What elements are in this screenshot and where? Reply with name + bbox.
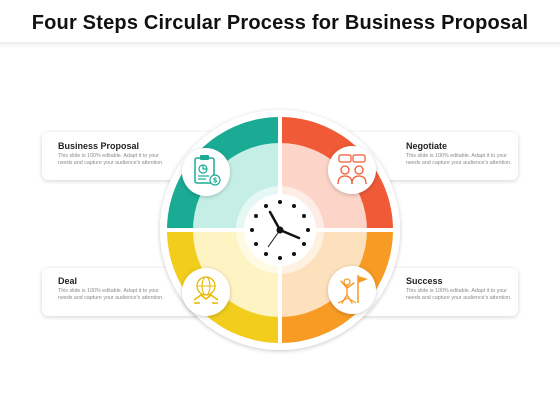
negotiation-icon xyxy=(328,146,376,194)
step-title-deal: Deal xyxy=(58,276,78,286)
step-description-success: This slide is 100% editable. Adapt it to… xyxy=(406,288,512,301)
success-flag-icon xyxy=(328,266,376,314)
svg-text:$: $ xyxy=(213,177,218,185)
step-description-negotiate: This slide is 100% editable. Adapt it to… xyxy=(406,153,512,166)
step-description-business-proposal: This slide is 100% editable. Adapt it to… xyxy=(58,153,164,166)
title-underline xyxy=(0,42,560,48)
page-title: Four Steps Circular Process for Business… xyxy=(31,12,529,34)
step-title-negotiate: Negotiate xyxy=(406,141,448,151)
step-title-success: Success xyxy=(406,276,443,286)
step-description-deal: This slide is 100% editable. Adapt it to… xyxy=(58,288,164,301)
clock-icon xyxy=(236,186,324,274)
globe-handshake-icon xyxy=(182,268,230,316)
clipboard-chart-icon: $ xyxy=(182,148,230,196)
step-title-business-proposal: Business Proposal xyxy=(58,141,140,151)
